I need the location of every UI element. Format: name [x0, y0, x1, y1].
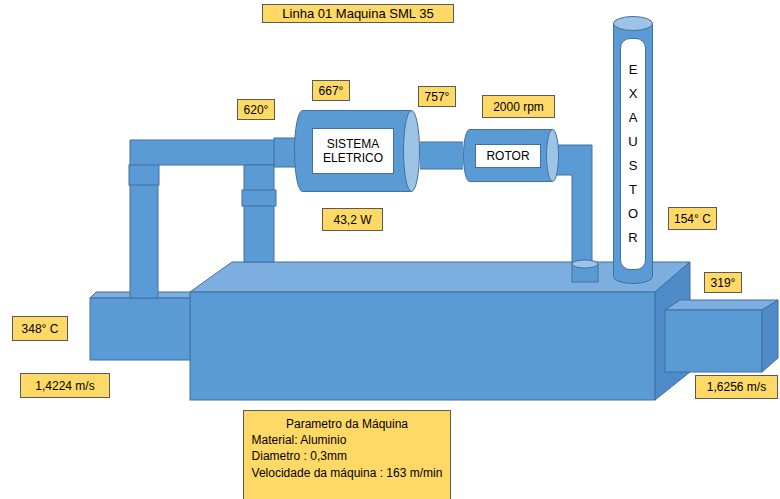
outlet-top: [665, 300, 778, 310]
cylinder-face: [547, 130, 559, 182]
value-callout: 757°: [418, 86, 456, 107]
outlet-front: [665, 310, 762, 372]
rotor-cylinder: ROTOR: [463, 129, 559, 182]
label-plate: E X A U S T O R: [620, 38, 646, 270]
parameter-text: Velocidade da máquina : 163 m/min: [252, 465, 443, 481]
pipe-joint: [129, 165, 159, 185]
component-label: SISTEMA ELETRICO: [323, 137, 383, 165]
value-callout: 2000 rpm: [482, 95, 555, 118]
value-callout: 43,2 W: [322, 208, 383, 231]
cylinder-body: [295, 111, 412, 192]
pipe-connector: [420, 155, 463, 156]
title-box: Linha 01 Maquina SML 35: [262, 4, 454, 23]
title-text: Linha 01 Maquina SML 35: [282, 6, 433, 21]
cylinder-face: [614, 17, 653, 31]
value-text: 757°: [425, 90, 450, 104]
value-callout: 1,4224 m/s: [20, 373, 110, 398]
parameter-text: Parametro da Máquina: [252, 416, 443, 432]
value-callout: 319°: [704, 272, 742, 293]
component-label: ROTOR: [486, 149, 529, 163]
pipe-socket-top: [572, 260, 598, 268]
pipe-body: [420, 143, 463, 169]
label-plate: ROTOR: [475, 144, 540, 168]
parameter-panel: Parametro da MáquinaMaterial: AluminioDi…: [243, 410, 452, 499]
value-text: 43,2 W: [333, 213, 371, 227]
cylinder-body: [464, 130, 553, 182]
value-text: 319°: [711, 276, 736, 290]
cylinder-body: [614, 23, 653, 283]
value-text: 667°: [319, 84, 344, 98]
pipe-outline: [420, 142, 463, 170]
label-plate: SISTEMA ELETRICO: [312, 128, 394, 174]
value-text: 154° C: [674, 212, 711, 226]
value-callout: 348° C: [12, 316, 68, 341]
electric-system-cylinder: SISTEMA ELETRICO: [294, 110, 420, 192]
pipe-collar: [242, 190, 276, 206]
value-text: 620°: [244, 103, 269, 117]
value-callout: 620°: [237, 99, 275, 120]
cylinder-face: [404, 111, 420, 192]
outlet-side: [762, 300, 778, 372]
value-callout: 1,6256 m/s: [695, 375, 778, 399]
exhaust-stack: E X A U S T O R: [613, 16, 653, 284]
parameter-text: Material: Aluminio: [252, 432, 443, 448]
value-callout: 154° C: [668, 207, 717, 230]
inlet-pipe: [130, 140, 298, 298]
branch-pipe: [244, 165, 274, 262]
value-text: 1,4224 m/s: [35, 379, 94, 393]
inlet-box: [90, 298, 190, 360]
pipe-coupling: [274, 138, 296, 167]
component-label: E X A U S T O R: [628, 58, 638, 250]
value-text: 348° C: [22, 322, 59, 336]
housing-front: [190, 292, 655, 400]
parameter-text: Diametro : 0,3mm: [252, 448, 443, 464]
value-text: 1,6256 m/s: [707, 380, 766, 394]
value-callout: 667°: [312, 80, 350, 101]
value-text: 2000 rpm: [493, 100, 544, 114]
